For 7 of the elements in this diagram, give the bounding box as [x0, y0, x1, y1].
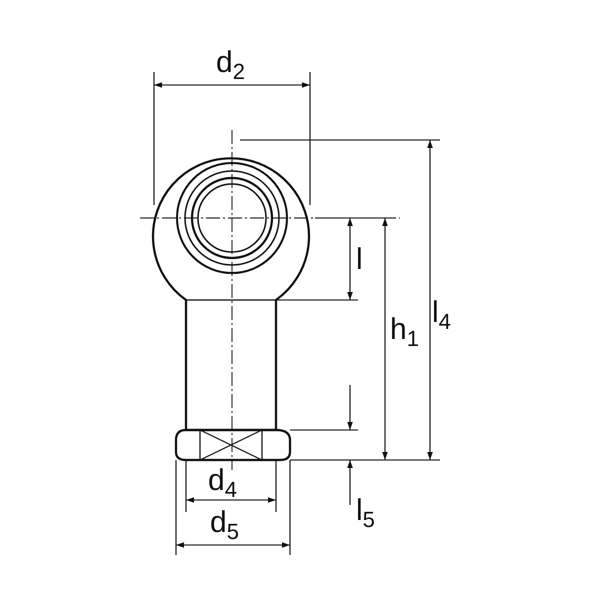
- dimension-label: l$_{5}$: [356, 496, 375, 534]
- dimension-label: h$_{1}$: [390, 315, 419, 353]
- dimension-label: d$_{2}$: [216, 48, 245, 86]
- dimension-label: d$_{4}$: [208, 466, 237, 504]
- dimension-label: d$_{5}$: [210, 508, 239, 546]
- dimension-label: l$_{4}$: [432, 298, 451, 336]
- dimension-label: l: [356, 245, 363, 275]
